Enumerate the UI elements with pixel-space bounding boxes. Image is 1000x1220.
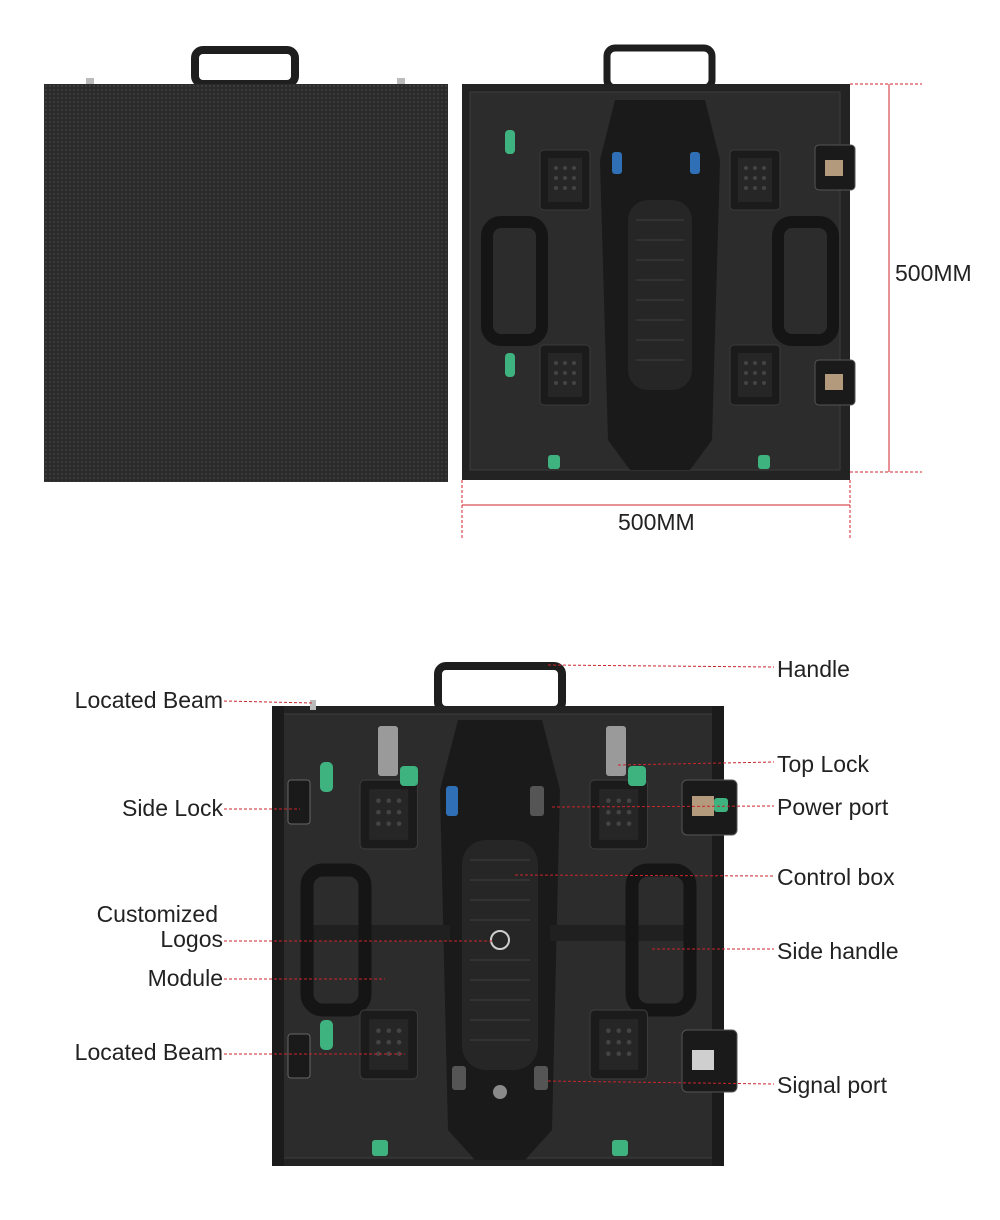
height-dimension: 500MM <box>850 83 972 473</box>
front-panel <box>44 46 448 482</box>
label-located-beam-bottom: Located Beam <box>75 1039 223 1065</box>
width-dimension: 500MM <box>461 480 851 540</box>
label-side-handle: Side handle <box>777 938 899 964</box>
callout-labels-left: Located Beam Side Lock Customized Logos … <box>75 687 224 1065</box>
label-customized-logos-line2: Logos <box>160 926 223 952</box>
led-panel-surface <box>44 84 448 482</box>
label-customized-logos-line1: Customized <box>97 901 218 927</box>
panel-handle <box>191 46 299 88</box>
width-label: 500MM <box>618 509 695 535</box>
cabinet-back-small <box>462 44 856 480</box>
logo-icon <box>490 930 510 950</box>
label-power-port: Power port <box>777 794 889 820</box>
cabinet-back-large <box>272 662 738 1166</box>
callout-labels-right: Handle Top Lock Power port Control box S… <box>777 656 899 1098</box>
label-control-box: Control box <box>777 864 895 890</box>
label-module: Module <box>148 965 223 991</box>
label-located-beam-top: Located Beam <box>75 687 223 713</box>
label-side-lock: Side Lock <box>122 795 224 821</box>
height-label: 500MM <box>895 260 972 286</box>
label-handle: Handle <box>777 656 850 682</box>
label-signal-port: Signal port <box>777 1072 888 1098</box>
callout-leaders <box>223 664 775 1085</box>
label-top-lock: Top Lock <box>777 751 870 777</box>
